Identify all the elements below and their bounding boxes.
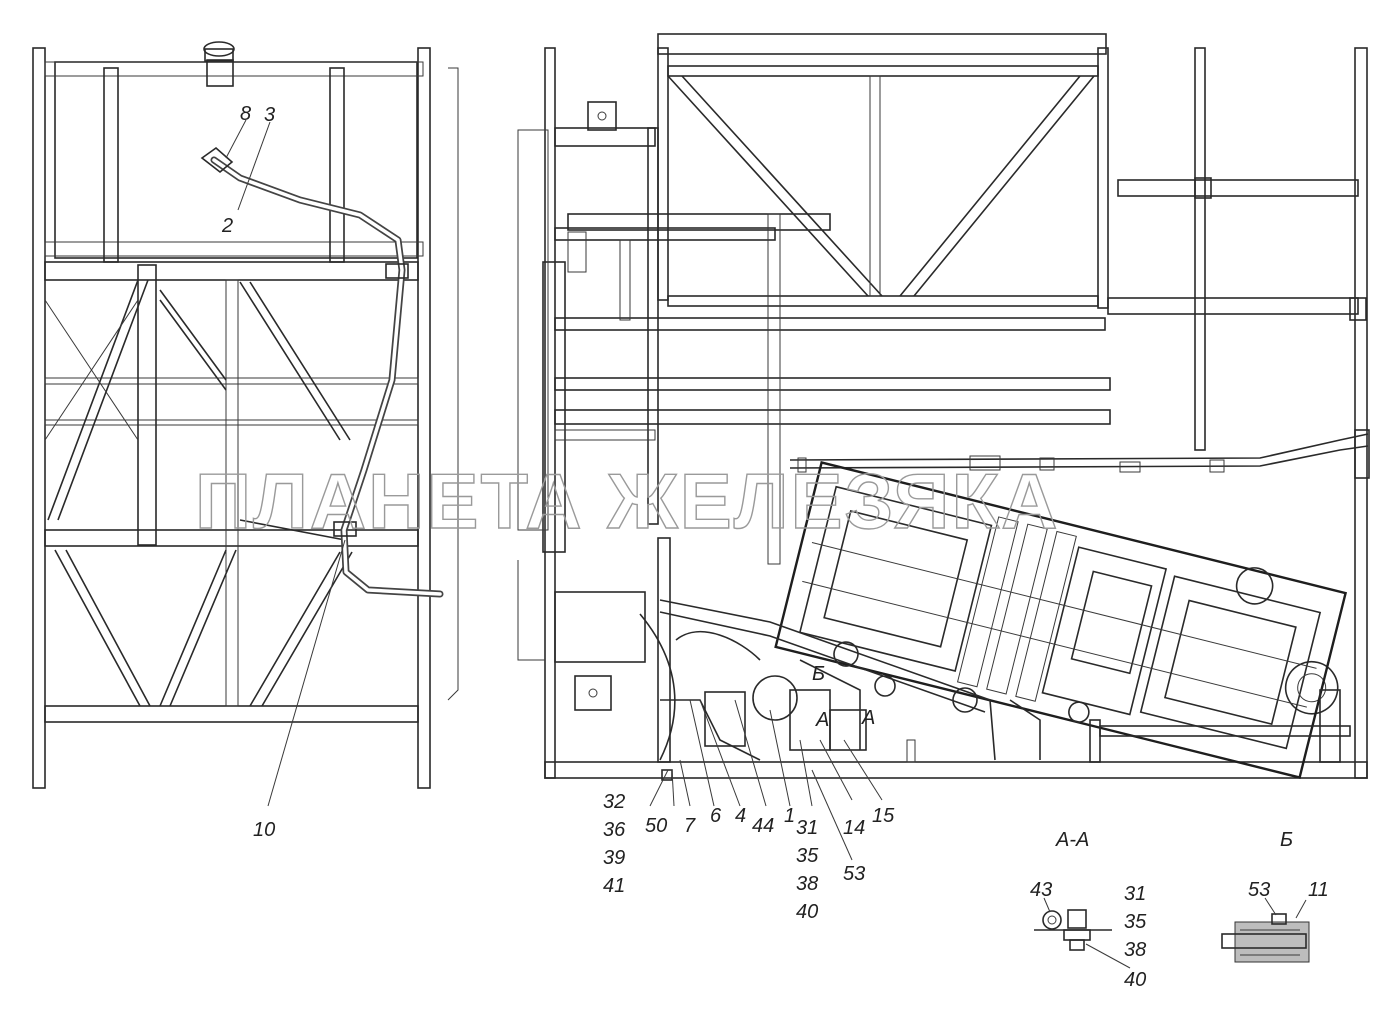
callout-a-38: 38 <box>1124 939 1146 961</box>
callout-6: 6 <box>710 805 722 827</box>
callout-50: 50 <box>645 815 667 837</box>
callout-3: 3 <box>264 104 275 126</box>
callout-4: 4 <box>735 805 746 827</box>
callout-36: 36 <box>603 819 626 841</box>
view-marker-a-1: А <box>815 709 829 731</box>
callout-31: 31 <box>796 817 818 839</box>
watermark-text: ПЛАНЕТА ЖЕЛЕЗЯКА <box>195 457 1059 545</box>
callout-35: 35 <box>796 845 819 867</box>
section-b-detail <box>1221 897 1310 963</box>
section-a-a-title: А-А <box>1055 829 1089 851</box>
callout-1: 1 <box>784 805 795 827</box>
right-plan-view <box>517 33 1370 861</box>
callout-38: 38 <box>796 873 818 895</box>
callout-14: 14 <box>843 817 865 839</box>
callout-a-40: 40 <box>1124 969 1146 991</box>
callout-7: 7 <box>684 815 696 837</box>
callout-b-11: 11 <box>1308 879 1329 901</box>
callout-53: 53 <box>843 863 865 885</box>
callout-a-35: 35 <box>1124 911 1147 933</box>
view-marker-b: Б <box>812 663 825 685</box>
section-a-a-detail <box>1034 897 1131 969</box>
callout-labels: 8 3 2 10 32 36 39 41 50 7 6 4 44 1 31 35… <box>221 103 1329 991</box>
section-b-title: Б <box>1280 829 1293 851</box>
callout-2: 2 <box>221 215 233 237</box>
callout-39: 39 <box>603 847 625 869</box>
callout-40: 40 <box>796 901 818 923</box>
callout-44: 44 <box>752 815 774 837</box>
left-frame-view <box>32 41 459 807</box>
engine-block <box>774 461 1348 779</box>
callout-15: 15 <box>872 805 895 827</box>
callout-32: 32 <box>603 791 625 813</box>
callout-41: 41 <box>603 875 625 897</box>
callout-a-43: 43 <box>1030 879 1052 901</box>
callout-b-53: 53 <box>1248 879 1270 901</box>
callout-a-31: 31 <box>1124 883 1146 905</box>
view-marker-a-2: А <box>861 707 875 729</box>
callout-8: 8 <box>240 103 251 125</box>
callout-10: 10 <box>253 819 275 841</box>
